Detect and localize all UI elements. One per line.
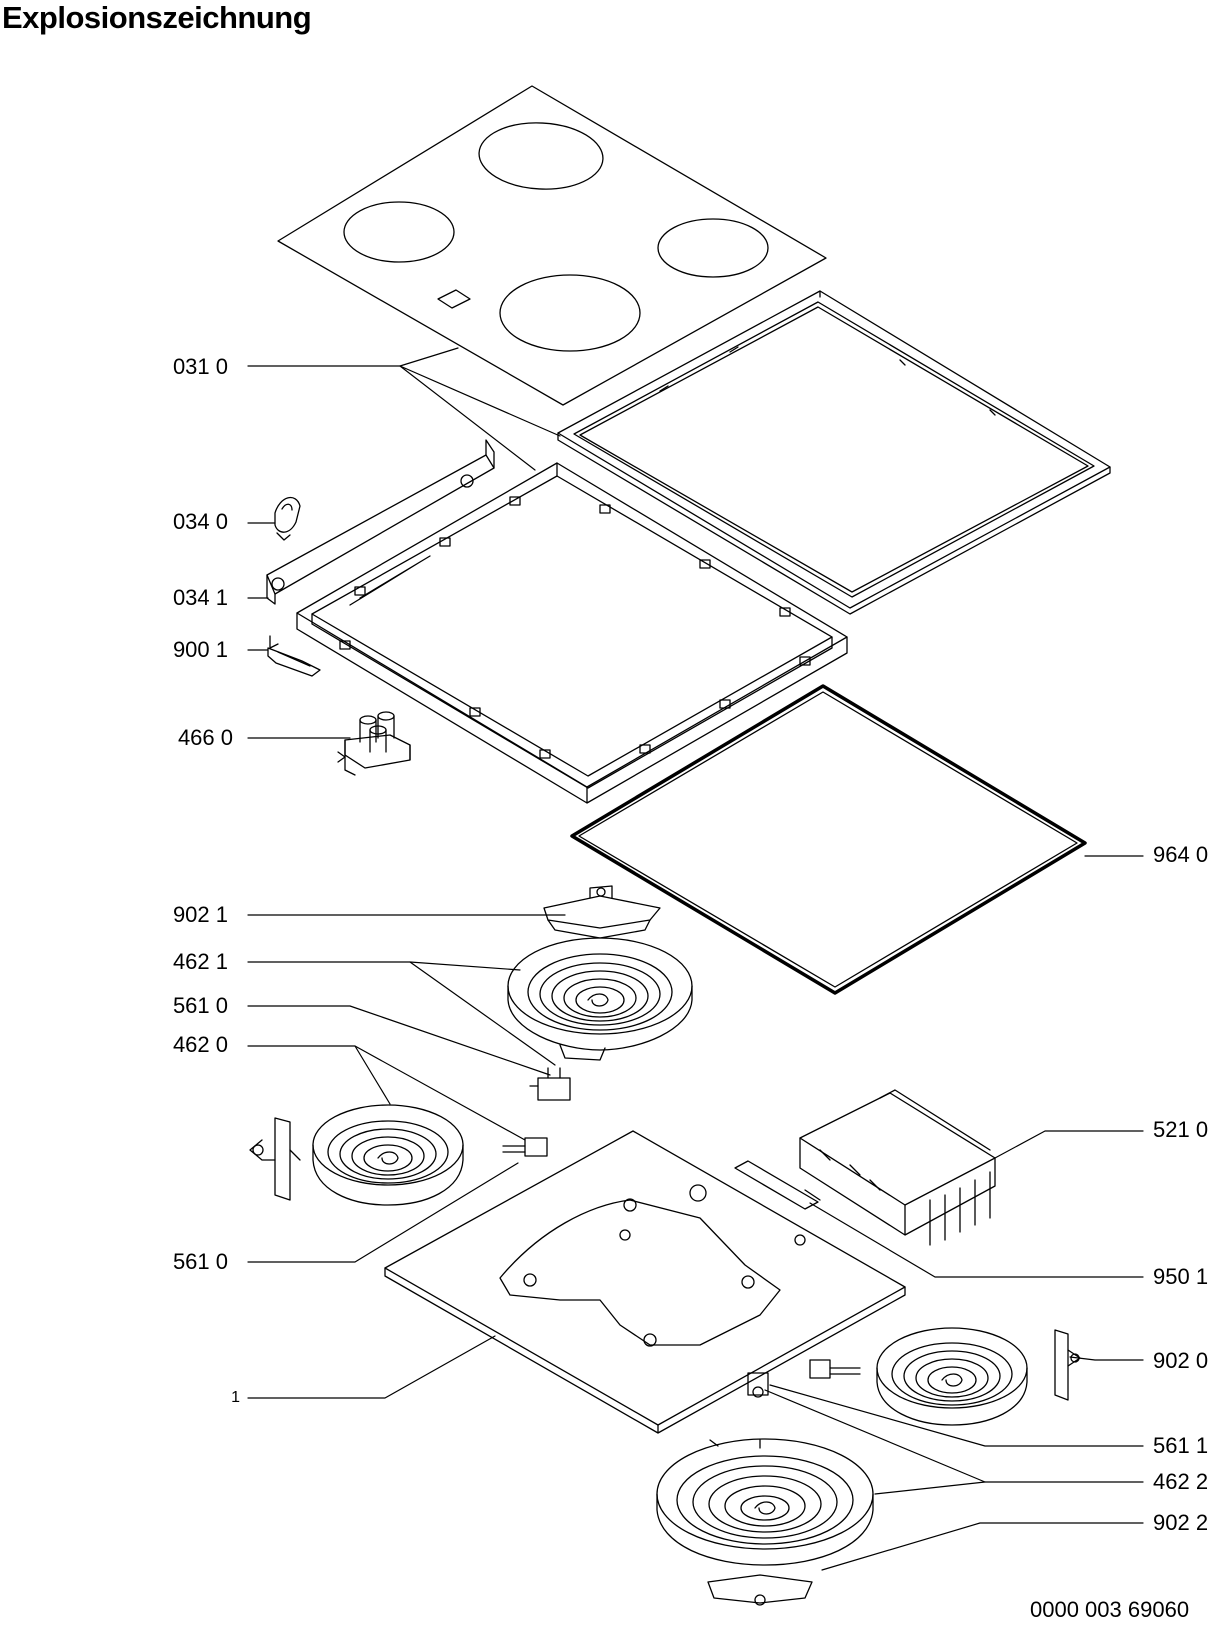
part-label-4622: 462 2 bbox=[1153, 1469, 1209, 1494]
part-label-9020: 902 0 bbox=[1153, 1348, 1209, 1373]
spring-clip bbox=[275, 498, 300, 540]
part-label-4620: 462 0 bbox=[172, 1032, 228, 1057]
heating-element-left bbox=[313, 1105, 463, 1205]
connector-strip bbox=[268, 636, 320, 676]
top-seal-frame bbox=[558, 291, 1110, 614]
control-module bbox=[800, 1090, 995, 1245]
regulator-bottom bbox=[748, 1373, 768, 1397]
part-label-9640: 964 0 bbox=[1153, 842, 1209, 867]
heating-bracket-left bbox=[250, 1118, 300, 1200]
part-label-0340: 034 0 bbox=[172, 509, 228, 534]
document-number: 0000 003 69060 bbox=[1030, 1597, 1190, 1622]
part-label-9501: 950 1 bbox=[1153, 1264, 1209, 1289]
part-label-5611: 561 1 bbox=[1153, 1433, 1209, 1458]
part-label-4660: 466 0 bbox=[177, 725, 233, 750]
glass-ceramic-top bbox=[278, 86, 826, 405]
part-label-1: 1 bbox=[231, 1389, 240, 1406]
part-label-4621: 462 1 bbox=[172, 949, 228, 974]
regulator-upper bbox=[530, 1068, 570, 1100]
bracket-rail bbox=[267, 440, 494, 604]
heating-element-right bbox=[877, 1328, 1027, 1425]
part-label-5210: 521 0 bbox=[1153, 1117, 1209, 1142]
page-title: Explosionszeichnung bbox=[2, 0, 312, 35]
base-tray bbox=[385, 1131, 905, 1433]
heating-bracket-top bbox=[544, 886, 660, 938]
part-label-9001: 900 1 bbox=[172, 637, 228, 662]
regulator-right bbox=[810, 1360, 860, 1378]
part-label-5610-a: 561 0 bbox=[172, 993, 228, 1018]
part-label-0310: 031 0 bbox=[172, 354, 228, 379]
leader-lines bbox=[248, 348, 1143, 1570]
heating-element-bottom bbox=[657, 1439, 873, 1565]
part-label-9022: 902 2 bbox=[1153, 1510, 1209, 1535]
heating-element-upper bbox=[508, 938, 692, 1060]
regulator-left bbox=[503, 1138, 547, 1156]
heating-bracket-right bbox=[1055, 1330, 1080, 1400]
bottom-seal bbox=[572, 686, 1085, 993]
insulation-strip bbox=[735, 1161, 818, 1209]
heating-bracket-bottom bbox=[708, 1575, 812, 1605]
part-label-0341: 034 1 bbox=[172, 585, 228, 610]
part-label-5610-b: 561 0 bbox=[172, 1249, 228, 1274]
part-label-9021: 902 1 bbox=[172, 902, 228, 927]
terminal-block bbox=[338, 712, 410, 775]
mounting-frame bbox=[297, 463, 847, 803]
